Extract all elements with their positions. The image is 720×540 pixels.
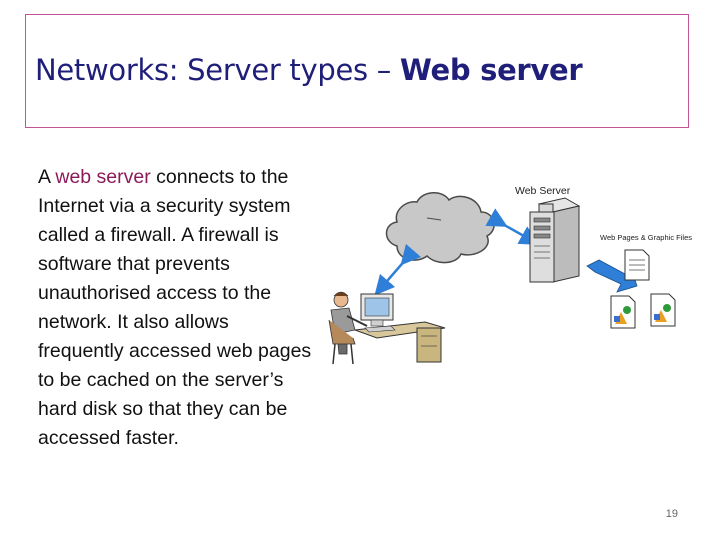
internet-cloud-icon — [385, 192, 495, 264]
page-number: 19 — [665, 508, 678, 520]
web-page-file-icon — [624, 249, 650, 281]
arrow-cloud-server — [485, 208, 540, 245]
body-highlight: web server — [55, 166, 151, 188]
files-to-server-arrow-icon — [586, 259, 638, 293]
title-bold: Web server — [399, 53, 583, 87]
title-box: Networks: Server types – Web server — [25, 14, 689, 128]
body-post: connects to the Internet via a security … — [38, 166, 312, 449]
slide-title: Networks: Server types – Web server — [35, 53, 583, 87]
web-server-icon — [529, 197, 581, 283]
graphic-file-icon-2 — [650, 293, 676, 327]
person-at-computer-icon — [328, 291, 446, 365]
arrow-cloud-person — [374, 243, 422, 296]
web-server-label: Web Server — [515, 185, 571, 197]
body-pre: A — [38, 166, 56, 188]
network-illustration: Web Server Web Pages & Graphic Files — [328, 185, 692, 365]
body-text: A web server connects to the Internet vi… — [38, 163, 318, 453]
graphic-file-icon — [610, 295, 636, 329]
files-label: Web Pages & Graphic Files — [600, 233, 692, 242]
title-prefix: Networks: Server types – — [35, 53, 400, 87]
